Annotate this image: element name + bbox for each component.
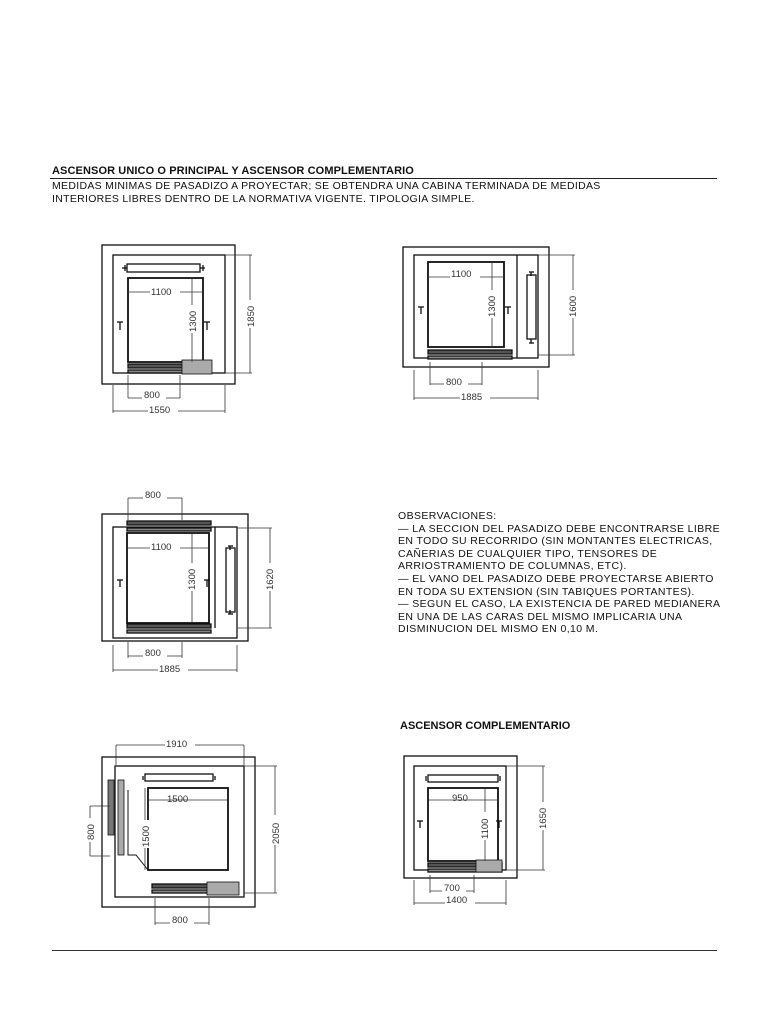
observation-line: — SEGUN EL CASO, LA EXISTENCIA DE PARED … <box>398 598 721 611</box>
plan4-shaft-depth: 2050 <box>271 823 282 844</box>
observations-heading: OBSERVACIONES: <box>398 510 497 522</box>
subtitle-line-1: MEDIDAS MINIMAS DE PASADIZO A PROYECTAR;… <box>52 180 601 192</box>
plan1-shaft-depth: 1850 <box>246 306 257 327</box>
page-title: ASCENSOR UNICO O PRINCIPAL Y ASCENSOR CO… <box>52 165 414 177</box>
subtitle-line-2: INTERIORES LIBRES DENTRO DE LA NORMATIVA… <box>52 192 475 205</box>
plan3-door-width-bottom: 800 <box>145 648 161 659</box>
plan3-door-width-top: 800 <box>145 490 161 501</box>
plan2-cabin-width: 1100 <box>451 269 471 280</box>
plan4-cabin-depth: 1500 <box>141 826 152 847</box>
plan2-shaft-depth: 1600 <box>568 296 579 317</box>
plan1-cabin-depth: 1300 <box>188 311 199 332</box>
plan5-cabin-width: 950 <box>452 793 468 804</box>
plan4-side-door-width: 800 <box>86 824 97 840</box>
plan5-shaft-width: 1400 <box>446 895 467 906</box>
observation-line: — LA SECCION DEL PASADIZO DEBE ENCONTRAR… <box>398 522 721 535</box>
plan3-shaft-depth: 1620 <box>265 569 276 590</box>
plan4-door-width: 800 <box>172 915 188 926</box>
observation-line: ARRIOSTRAMIENTO DE COLUMNAS, ETC). <box>398 560 627 573</box>
observations: OBSERVACIONES: — LA SECCION DEL PASADIZO… <box>398 510 720 636</box>
plan5-cabin-depth: 1100 <box>480 819 491 839</box>
plan2-shaft-width: 1885 <box>461 392 482 403</box>
plan2-door-width: 800 <box>446 377 462 388</box>
plan3-shaft-width: 1885 <box>159 664 180 675</box>
plan1-door-width: 800 <box>144 390 160 401</box>
plan3-cabin-depth: 1300 <box>187 569 198 590</box>
plan5-door-width: 700 <box>444 883 460 894</box>
plan3-cabin-width: 1100 <box>151 542 171 553</box>
observation-line: CAÑERIAS DE CUALQUIER TIPO, TENSORES DE <box>398 547 658 560</box>
plan1-shaft-width: 1550 <box>149 405 170 416</box>
observation-line: — EL VANO DEL PASADIZO DEBE PROYECTARSE … <box>398 572 714 585</box>
plan2-cabin-depth: 1300 <box>487 296 498 317</box>
observation-line: DISMINUCION DEL MISMO EN 0,10 M. <box>398 623 599 636</box>
plan1-cabin-width: 1100 <box>151 287 171 298</box>
title-underline <box>50 178 717 179</box>
bottom-rule <box>52 950 717 951</box>
complementary-title: ASCENSOR COMPLEMENTARIO <box>400 720 571 732</box>
plan5-shaft-depth: 1650 <box>538 808 549 829</box>
subtitle: MEDIDAS MINIMAS DE PASADIZO A PROYECTAR;… <box>52 180 601 205</box>
observation-line: EN UNA DE LAS CARAS DEL MISMO IMPLICARIA… <box>398 610 683 623</box>
plan4-shaft-width: 1910 <box>166 739 187 750</box>
observation-line: EN TODO SU RECORRIDO (SIN MONTANTES ELEC… <box>398 535 713 548</box>
plan4-cabin-width: 1500 <box>167 794 188 805</box>
observation-line: EN TODA SU EXTENSION (SIN TABIQUES PORTA… <box>398 585 695 598</box>
